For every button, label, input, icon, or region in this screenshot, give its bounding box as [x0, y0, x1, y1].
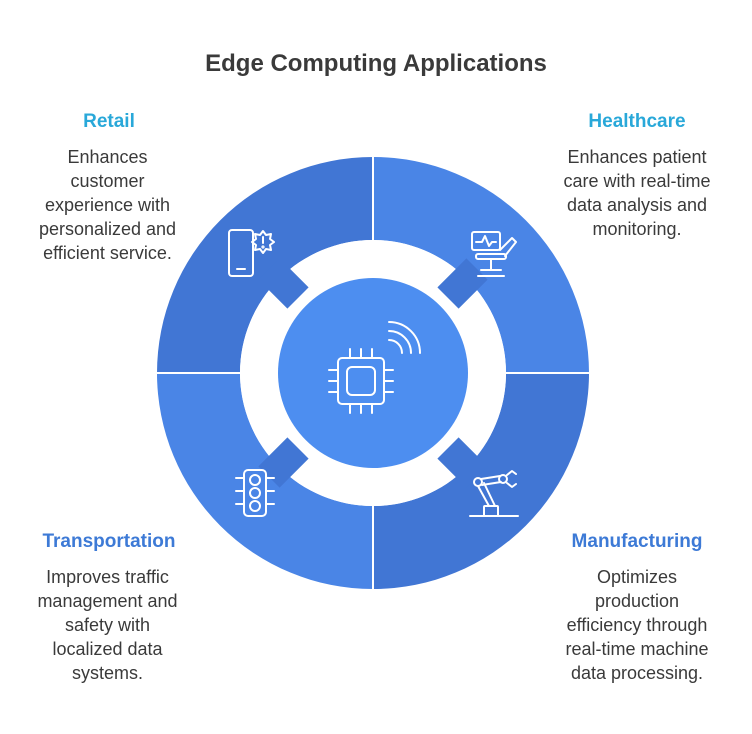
connector-bars — [258, 258, 488, 488]
transportation-description: Improves traffic management and safety w… — [37, 567, 178, 683]
traffic-light-icon — [235, 469, 275, 517]
page-title: Edge Computing Applications — [205, 50, 547, 77]
healthcare-heading: Healthcare — [588, 111, 686, 132]
ring-segment-retail — [157, 157, 373, 373]
retail-heading: Retail — [83, 111, 135, 132]
retail-description: Enhances customer experience with person… — [38, 147, 177, 263]
manufacturing-heading: Manufacturing — [571, 531, 703, 552]
manufacturing-description: Optimizes production efficiency through … — [565, 567, 709, 683]
robotic-arm-icon — [469, 470, 519, 517]
medical-monitor-icon — [471, 231, 517, 277]
smartphone-alert-icon — [228, 229, 275, 277]
healthcare-description: Enhances patient care with real-time dat… — [563, 147, 711, 239]
transportation-heading: Transportation — [42, 531, 176, 552]
chip-wireless-icon — [328, 321, 421, 414]
center-hub — [278, 278, 468, 468]
ring-segment-healthcare — [373, 157, 589, 373]
